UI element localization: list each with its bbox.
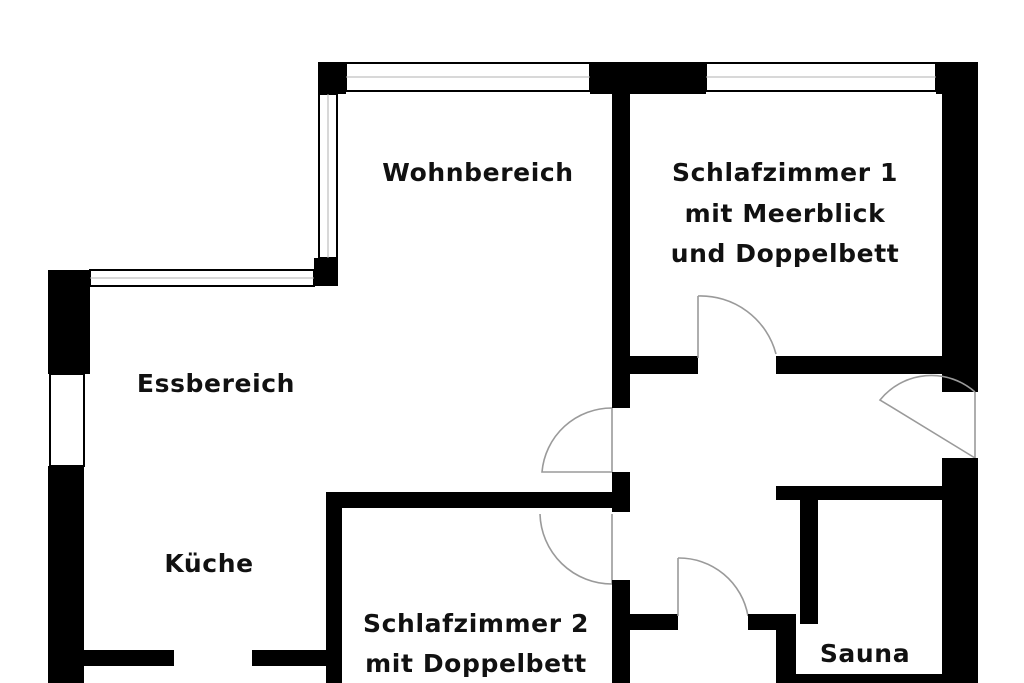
door-arc-bedroom-2 <box>539 513 613 585</box>
room-label-schlafzimmer-1-line-2: mit Meerblick <box>685 199 886 228</box>
room-label-schlafzimmer-1-line-1: Schlafzimmer 1 <box>672 158 898 187</box>
room-label-schlafzimmer-2-line-2: mit Doppelbett <box>365 649 587 678</box>
wall-bedroom1-bottom-left <box>612 356 698 374</box>
room-label-wohnbereich: Wohnbereich <box>382 158 573 187</box>
room-label-sauna: Sauna <box>820 639 910 668</box>
wall-hall-left-upper <box>612 374 630 408</box>
wall-right-lower <box>942 458 978 683</box>
window-left-dining <box>49 373 85 467</box>
wall-right-upper <box>942 62 978 392</box>
wall-sauna-door-side <box>776 614 796 683</box>
door-arc-right-exit <box>878 374 976 459</box>
wall-sauna-bottom <box>796 674 942 683</box>
wall-bedroom2-top <box>326 492 618 508</box>
room-label-schlafzimmer-2-line-1: Schlafzimmer 2 <box>363 609 589 638</box>
wall-kitchen-bottom-left <box>84 650 174 666</box>
room-label-schlafzimmer-1-line-3: und Doppelbett <box>671 239 900 268</box>
wall-left-lower <box>48 466 84 683</box>
wall-bedroom1-bottom-right <box>776 356 944 374</box>
wall-bedroom1-left <box>612 94 630 406</box>
wall-left-upper <box>48 270 90 374</box>
door-arc-bathroom <box>677 557 749 617</box>
door-arc-living <box>541 407 613 473</box>
room-label-kueche: Küche <box>164 549 253 578</box>
wall-living-step-corner <box>314 258 338 286</box>
wall-hall-right-top <box>776 486 944 500</box>
wall-sauna-left <box>800 500 818 624</box>
wall-bedroom2-right <box>612 580 630 683</box>
wall-top-middle <box>590 62 706 94</box>
room-label-essbereich: Essbereich <box>137 369 295 398</box>
wall-top-living-corner <box>318 62 346 94</box>
wall-bath-top-left <box>630 614 678 630</box>
door-arc-bedroom-1 <box>697 295 777 358</box>
wall-bedroom2-left <box>326 492 342 683</box>
wall-kitchen-bottom-right <box>252 650 326 666</box>
